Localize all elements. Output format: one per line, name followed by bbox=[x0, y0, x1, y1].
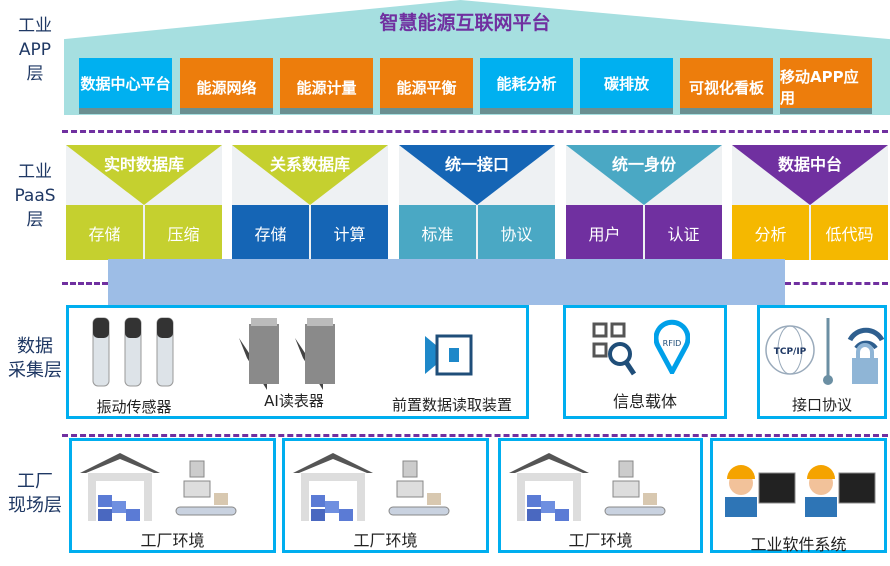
app-module-button[interactable]: 数据中心平台 bbox=[79, 58, 172, 108]
layer-label-data: 数据 采集层 bbox=[8, 336, 62, 381]
factory-caption: 工厂环境 bbox=[568, 531, 633, 550]
engineer-computer-icon bbox=[725, 465, 876, 517]
paas-cell[interactable]: 标准 bbox=[399, 205, 476, 260]
paas-group-title: 统一接口 bbox=[444, 155, 509, 174]
divider bbox=[785, 282, 888, 285]
paas-group-title: 统一身份 bbox=[611, 155, 676, 174]
devices-box: 振动传感器 AI读表器 前置数据读取装置 bbox=[66, 305, 529, 419]
platform-title: 智慧能源互联网平台 bbox=[379, 12, 551, 34]
layer-label-app: 工业 APP 层 bbox=[18, 16, 52, 84]
sensor-caption: 振动传感器 bbox=[96, 398, 172, 416]
factory-caption: 工厂环境 bbox=[353, 531, 418, 550]
carrier-caption: 信息载体 bbox=[612, 392, 677, 411]
factory-box: 工厂环境 bbox=[282, 438, 489, 553]
reader-caption: 前置数据读取装置 bbox=[391, 396, 512, 414]
app-module-button[interactable]: 可视化看板 bbox=[680, 58, 773, 108]
factory-warehouse-icon bbox=[509, 453, 666, 521]
rfid-pin-icon: RFID bbox=[654, 319, 690, 374]
data-reader-device-icon bbox=[425, 334, 473, 376]
meter-caption: AI读表器 bbox=[264, 392, 324, 410]
paas-group: 数据中台 分析低代码 bbox=[732, 145, 888, 260]
paas-cell[interactable]: 用户 bbox=[566, 205, 643, 260]
network-protocol-icons: TCP/IP bbox=[765, 318, 884, 385]
paas-cell[interactable]: 认证 bbox=[645, 205, 722, 260]
paas-group-title: 实时数据库 bbox=[103, 155, 184, 174]
factory-box: 工厂环境 bbox=[69, 438, 276, 553]
paas-cell[interactable]: 低代码 bbox=[811, 205, 888, 260]
paas-group-title: 关系数据库 bbox=[269, 155, 350, 174]
tcpip-text: TCP/IP bbox=[774, 347, 807, 357]
paas-cell[interactable]: 分析 bbox=[732, 205, 809, 260]
factory-warehouse-icon bbox=[293, 453, 450, 521]
info-carrier-box: RFID 信息载体 bbox=[563, 305, 727, 419]
divider bbox=[62, 282, 108, 285]
protocol-caption: 接口协议 bbox=[791, 396, 852, 414]
divider bbox=[62, 434, 888, 437]
paas-cell[interactable]: 存储 bbox=[66, 205, 143, 260]
software-caption: 工业软件系统 bbox=[750, 535, 847, 554]
qr-search-icon bbox=[592, 322, 637, 376]
layer-label-field: 工厂 现场层 bbox=[8, 471, 62, 516]
paas-group: 实时数据库 存储压缩 bbox=[66, 145, 222, 260]
paas-cell[interactable]: 压缩 bbox=[145, 205, 222, 260]
integration-bar bbox=[108, 259, 785, 305]
app-module-button[interactable]: 能源网络 bbox=[180, 58, 273, 108]
app-module-button[interactable]: 能源计量 bbox=[280, 58, 373, 108]
app-module-button[interactable]: 能源平衡 bbox=[380, 58, 473, 108]
factory-caption: 工厂环境 bbox=[140, 531, 205, 550]
factory-warehouse-icon bbox=[80, 453, 237, 521]
software-box: 工业软件系统 bbox=[710, 438, 887, 554]
rfid-text: RFID bbox=[663, 339, 682, 348]
paas-group: 统一身份 用户认证 bbox=[566, 145, 722, 260]
paas-group-title: 数据中台 bbox=[777, 155, 842, 174]
vibration-sensor-icon bbox=[92, 317, 174, 387]
protocol-box: TCP/IP 接口协议 bbox=[757, 305, 887, 419]
ai-meter-reader-icon bbox=[239, 318, 335, 390]
factory-box: 工厂环境 bbox=[498, 438, 703, 553]
app-module-button[interactable]: 碳排放 bbox=[580, 58, 673, 108]
paas-cell[interactable]: 计算 bbox=[311, 205, 388, 260]
paas-cell[interactable]: 存储 bbox=[232, 205, 309, 260]
app-module-button[interactable]: 能耗分析 bbox=[480, 58, 573, 108]
app-module-button[interactable]: 移动APP应用 bbox=[780, 58, 872, 108]
paas-cell[interactable]: 协议 bbox=[478, 205, 555, 260]
paas-group: 统一接口 标准协议 bbox=[399, 145, 555, 260]
paas-group: 关系数据库 存储计算 bbox=[232, 145, 388, 260]
layer-label-paas: 工业 PaaS 层 bbox=[14, 162, 56, 230]
divider bbox=[62, 130, 888, 133]
